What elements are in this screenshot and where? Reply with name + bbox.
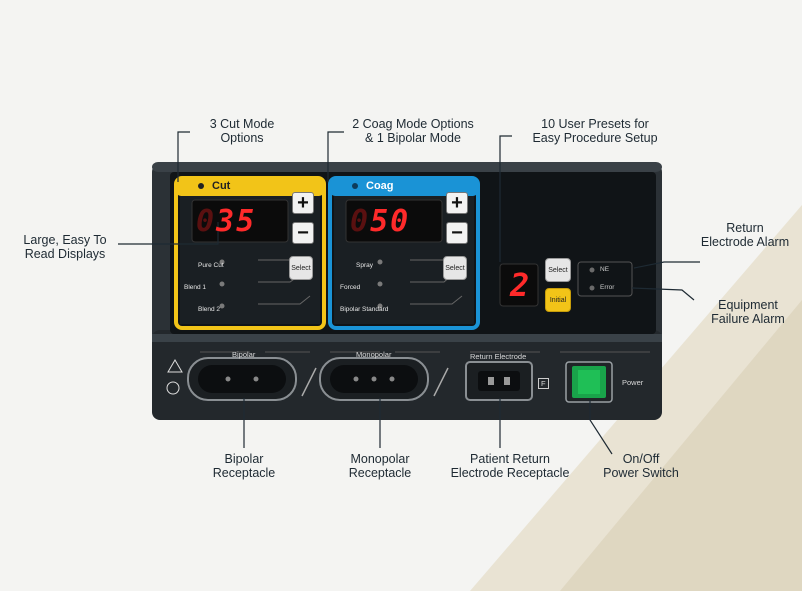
- coag-value: 50: [370, 203, 411, 239]
- bipolar-receptacle[interactable]: [188, 358, 296, 400]
- coag-display: 0 50: [350, 203, 411, 239]
- coag-mode-spray: Spray: [356, 262, 373, 269]
- coag-plus-button[interactable]: +: [446, 192, 468, 214]
- cut-mode-pure-cut: Pure Cut: [198, 262, 224, 269]
- coag-indicator-led: [352, 183, 358, 189]
- patient-return-receptacle[interactable]: [466, 362, 532, 400]
- ne-alarm-label: NE: [600, 266, 610, 273]
- cut-display: 0 35: [196, 203, 257, 239]
- cut-minus-button[interactable]: −: [292, 222, 314, 244]
- return-electrode-label: Return Electrode: [470, 352, 527, 361]
- cut-value: 35: [216, 203, 257, 239]
- preset-initial-button[interactable]: Initial: [545, 288, 571, 312]
- cut-indicator-led: [198, 183, 204, 189]
- error-alarm-label: Error: [600, 284, 615, 291]
- cut-title: Cut: [212, 180, 231, 192]
- coag-title: Coag: [366, 180, 394, 192]
- cut-select-button[interactable]: Select: [289, 256, 313, 280]
- callout-coag-modes: 2 Coag Mode Options& 1 Bipolar Mode: [352, 117, 474, 145]
- coag-minus-button[interactable]: −: [446, 222, 468, 244]
- power-label: Power: [622, 378, 644, 387]
- coag-mode-bipolar-standard: Bipolar Standard: [340, 306, 389, 313]
- cut-mode-blend-1: Blend 1: [184, 284, 207, 291]
- preset-value: 2: [510, 266, 532, 304]
- f-label: F: [538, 378, 549, 389]
- bipolar-socket-label: Bipolar: [232, 350, 256, 359]
- coag-mode-forced: Forced: [340, 284, 361, 291]
- preset-select-button[interactable]: Select: [545, 258, 571, 282]
- cut-mode-blend-2: Blend 2: [198, 306, 221, 313]
- monopolar-receptacle[interactable]: [320, 358, 428, 400]
- power-switch[interactable]: [566, 362, 612, 402]
- coag-select-button[interactable]: Select: [443, 256, 467, 280]
- cut-plus-button[interactable]: +: [292, 192, 314, 214]
- monopolar-socket-label: Monopolar: [356, 350, 392, 359]
